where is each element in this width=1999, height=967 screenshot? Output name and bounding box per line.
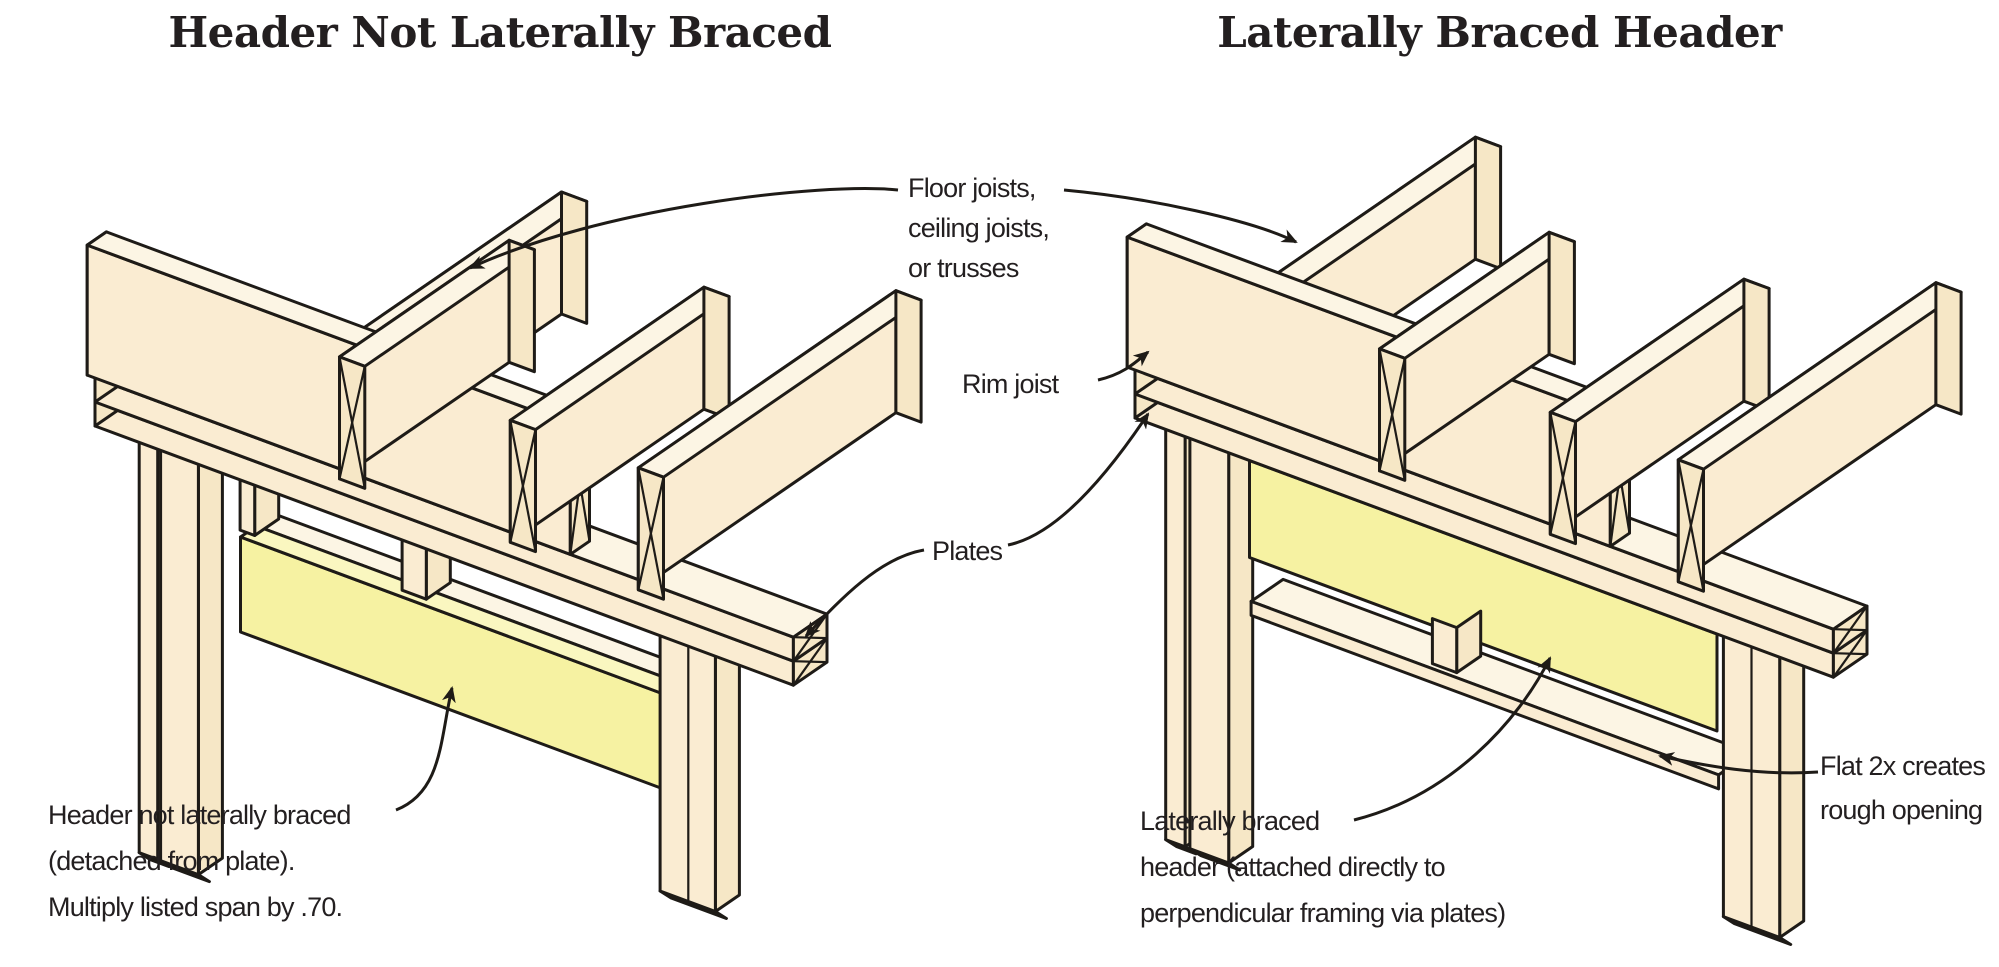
leader-header-detached bbox=[395, 686, 456, 812]
diagram-header-not-braced bbox=[85, 190, 923, 920]
king-stud-left-2 bbox=[1188, 434, 1255, 872]
title-right: Laterally Braced Header bbox=[1217, 8, 1782, 57]
label-flat-2x: Flat 2x creates rough opening bbox=[1820, 751, 1986, 825]
floor-joist-2 bbox=[338, 238, 536, 490]
title-left: Header Not Laterally Braced bbox=[168, 8, 832, 57]
floor-joist-3 bbox=[1548, 277, 1771, 546]
leader-header-braced bbox=[1353, 656, 1552, 822]
label-header-detached: Header not laterally braced (detached fr… bbox=[48, 800, 351, 922]
king-stud-right bbox=[1721, 634, 1806, 946]
label-rim-joist: Rim joist bbox=[962, 369, 1059, 399]
leader-lines bbox=[395, 187, 1819, 822]
leader-flat-2x bbox=[1658, 752, 1819, 775]
label-plates: Plates bbox=[932, 536, 1003, 566]
floor-joist-4 bbox=[1676, 281, 1963, 593]
diagram-laterally-braced bbox=[1125, 135, 1963, 946]
label-header-braced: Laterally braced header (attached direct… bbox=[1140, 806, 1506, 928]
floor-joist-2 bbox=[1378, 230, 1576, 482]
leader-floor-joists-left bbox=[468, 187, 899, 270]
floor-joist-4 bbox=[636, 289, 923, 601]
label-floor-joists: Floor joists, ceiling joists, or trusses bbox=[908, 173, 1050, 283]
cripple-stud bbox=[1430, 609, 1483, 675]
leader-floor-joists-right bbox=[1063, 188, 1298, 244]
floor-joist-3 bbox=[508, 285, 731, 554]
leader-rim-joist bbox=[1097, 350, 1150, 382]
leader-plates-right bbox=[1007, 412, 1150, 547]
leader-plates-left bbox=[804, 548, 925, 638]
king-stud-right bbox=[658, 633, 741, 920]
